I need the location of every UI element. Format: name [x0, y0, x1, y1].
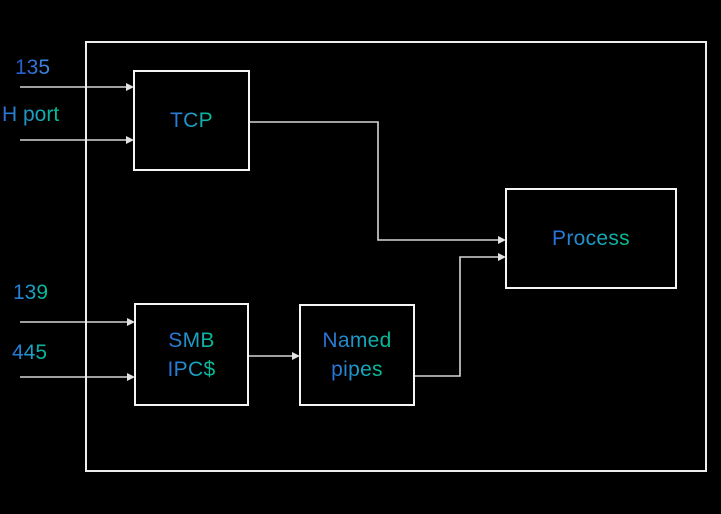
node-smb-label-line2: IPC$ [168, 355, 216, 384]
port-label-h-port: H port [2, 103, 60, 126]
node-tcp-label: TCP [170, 106, 213, 135]
arrow-named-pipes-to-process [415, 253, 506, 377]
node-smb-ipc: SMB IPC$ [134, 303, 249, 406]
port-label-135: 135 [15, 56, 51, 79]
port-label-139: 139 [13, 281, 49, 304]
node-smb-label-line1: SMB [168, 326, 214, 355]
outer-boundary-box [85, 41, 707, 472]
node-named-pipes-label-line2: pipes [331, 355, 383, 384]
arrow-tcp-to-process [250, 121, 506, 244]
port-label-445: 445 [12, 341, 48, 364]
node-process: Process [505, 188, 677, 289]
node-named-pipes-label-line1: Named [322, 326, 391, 355]
node-tcp: TCP [133, 70, 250, 171]
node-process-label: Process [552, 224, 630, 253]
node-named-pipes: Named pipes [299, 304, 415, 406]
